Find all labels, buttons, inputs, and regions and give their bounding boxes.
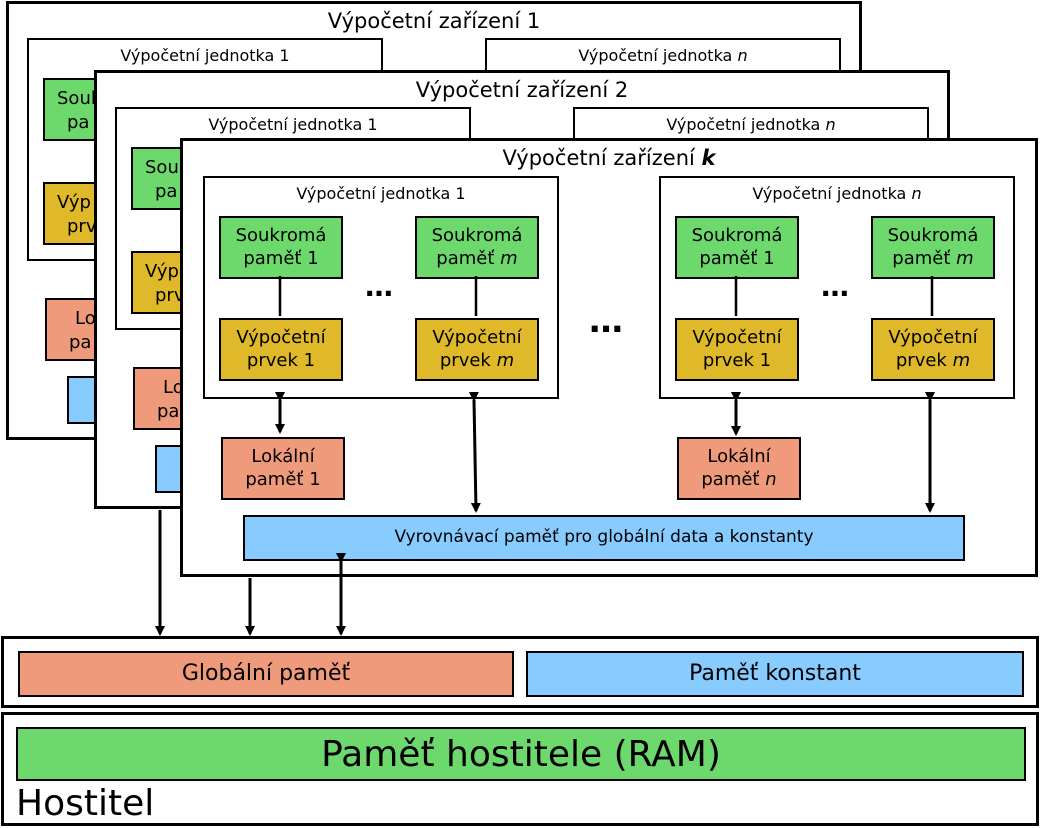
private-mem-m-line1: Soukromá bbox=[887, 225, 979, 246]
local-mem-n-var: n bbox=[765, 468, 777, 490]
unit-n-var: n bbox=[911, 184, 922, 203]
device-1-unit-1-title: Výpočetní jednotka 1 bbox=[120, 46, 290, 65]
proc-elem-m: Výpočetní prvek m bbox=[871, 318, 995, 381]
local-mem-n: Lokální paměť n bbox=[677, 437, 801, 500]
device-k-unit-1-title: Výpočetní jednotka 1 bbox=[296, 184, 466, 203]
device-1-local-mem-partial-text: Lo bbox=[75, 308, 96, 329]
host-label: Hostitel bbox=[16, 783, 155, 824]
device-k-title-var: k bbox=[701, 146, 716, 170]
private-mem-1-line1: Soukromá bbox=[235, 225, 327, 246]
local-mem-n-prefix: paměť bbox=[701, 468, 766, 490]
device-2-private-mem-partial-text: Souk bbox=[145, 157, 190, 178]
local-mem-1-line2: paměť 1 bbox=[245, 468, 321, 490]
device-1-unit-n-title: Výpočetní jednotka n bbox=[487, 46, 839, 65]
local-mem-1-line1: Lokální bbox=[251, 446, 315, 467]
host-ram: Paměť hostitele (RAM) bbox=[16, 727, 1026, 781]
private-mem-m-prefix: paměť bbox=[892, 247, 957, 269]
private-mem-m-var: m bbox=[956, 247, 974, 269]
device-2-unit-n-title: Výpočetní jednotka n bbox=[575, 115, 927, 134]
global-const-cache: Vyrovnávací paměť pro globální data a ko… bbox=[243, 515, 965, 561]
private-mem-m: Soukromá paměť m bbox=[415, 216, 539, 279]
device-2-unit-1-title: Výpočetní jednotka 1 bbox=[208, 115, 378, 134]
private-mem-1: Soukromá paměť 1 bbox=[675, 216, 799, 279]
proc-elem-m-line2: prvek m bbox=[896, 350, 970, 373]
proc-elem-m-prefix: prvek bbox=[439, 349, 497, 371]
device-2-proc-elem-partial-text: Výp bbox=[145, 261, 179, 282]
global-memory: Globální paměť bbox=[18, 651, 514, 697]
global-const-cache-label: Vyrovnávací paměť pro globální data a ko… bbox=[394, 527, 814, 548]
device-1-title: Výpočetní zařízení 1 bbox=[327, 9, 541, 33]
unit-n-prefix: Výpočetní jednotka bbox=[666, 115, 826, 134]
device-k-title-prefix: Výpočetní zařízení bbox=[502, 146, 702, 170]
proc-elem-1-line2: prvek 1 bbox=[246, 349, 316, 371]
device-1-local-mem-partial-text2: pa bbox=[69, 332, 92, 353]
device-2-local-mem-partial-text: Lo bbox=[163, 377, 184, 398]
device-k-unit-n: Výpočetní jednotka n Soukromá paměť 1 So… bbox=[659, 176, 1015, 399]
unit-n-var: n bbox=[825, 115, 836, 134]
device-1-proc-elem-partial-text2: prv bbox=[67, 216, 97, 237]
private-mem-1-line1: Soukromá bbox=[691, 225, 783, 246]
device-k-unit-n-title: Výpočetní jednotka n bbox=[661, 184, 1013, 203]
device-2-local-mem-partial-text2: pa bbox=[157, 401, 180, 422]
unit-n-var: n bbox=[737, 46, 748, 65]
private-mem-m: Soukromá paměť m bbox=[871, 216, 995, 279]
device-1-proc-elem-partial-text: Výp bbox=[57, 192, 91, 213]
private-mem-m-line1: Soukromá bbox=[431, 225, 523, 246]
host-ram-label: Paměť hostitele (RAM) bbox=[321, 733, 721, 775]
private-mem-1: Soukromá paměť 1 bbox=[219, 216, 343, 279]
proc-elem-m-line1: Výpočetní bbox=[432, 327, 522, 348]
private-mem-m-var: m bbox=[500, 247, 518, 269]
device-1-private-mem-partial-text: Souk bbox=[57, 88, 102, 109]
host: Paměť hostitele (RAM) Hostitel bbox=[1, 712, 1039, 826]
proc-elem-1-line1: Výpočetní bbox=[692, 327, 782, 348]
constant-memory-label: Paměť konstant bbox=[689, 661, 861, 687]
ellipsis-unit-1: … bbox=[365, 270, 395, 303]
private-mem-1-line2: paměť 1 bbox=[243, 247, 319, 269]
proc-elem-m-var: m bbox=[496, 349, 515, 371]
local-mem-1: Lokální paměť 1 bbox=[221, 437, 345, 500]
device-2-title: Výpočetní zařízení 2 bbox=[415, 78, 629, 102]
proc-elem-1: Výpočetní prvek 1 bbox=[675, 318, 799, 381]
private-mem-1-line2: paměť 1 bbox=[699, 247, 775, 269]
unit-n-prefix: Výpočetní jednotka bbox=[578, 46, 738, 65]
ellipsis-unit-n: … bbox=[821, 270, 851, 303]
local-mem-n-line1: Lokální bbox=[707, 446, 771, 467]
constant-memory: Paměť konstant bbox=[526, 651, 1024, 697]
proc-elem-1: Výpočetní prvek 1 bbox=[219, 318, 343, 381]
ellipsis-units: … bbox=[589, 301, 625, 341]
proc-elem-m: Výpočetní prvek m bbox=[415, 318, 539, 381]
global-memory-label: Globální paměť bbox=[181, 661, 351, 687]
device-k-unit-1: Výpočetní jednotka 1 Soukromá paměť 1 So… bbox=[203, 176, 559, 399]
proc-elem-1-line1: Výpočetní bbox=[236, 327, 326, 348]
proc-elem-1-line2: prvek 1 bbox=[702, 349, 772, 371]
local-mem-n-line2: paměť n bbox=[701, 469, 776, 492]
unit-n-prefix: Výpočetní jednotka bbox=[752, 184, 912, 203]
device-k: Výpočetní zařízení k Výpočetní jednotka … bbox=[180, 138, 1038, 577]
proc-elem-m-prefix: prvek bbox=[895, 349, 953, 371]
proc-elem-m-var: m bbox=[952, 349, 971, 371]
proc-elem-m-line2: prvek m bbox=[440, 350, 514, 373]
device-2-private-mem-partial-text2: pa bbox=[155, 181, 178, 202]
device-1-private-mem-partial-text2: pa bbox=[67, 112, 90, 133]
private-mem-m-line2: paměť m bbox=[436, 248, 517, 271]
proc-elem-m-line1: Výpočetní bbox=[888, 327, 978, 348]
private-mem-m-line2: paměť m bbox=[892, 248, 973, 271]
device-memory-strip: Globální paměť Paměť konstant bbox=[1, 636, 1039, 708]
private-mem-m-prefix: paměť bbox=[436, 247, 501, 269]
device-2-proc-elem-partial-text2: prv bbox=[155, 285, 185, 306]
device-k-title: Výpočetní zařízení k bbox=[183, 146, 1035, 170]
